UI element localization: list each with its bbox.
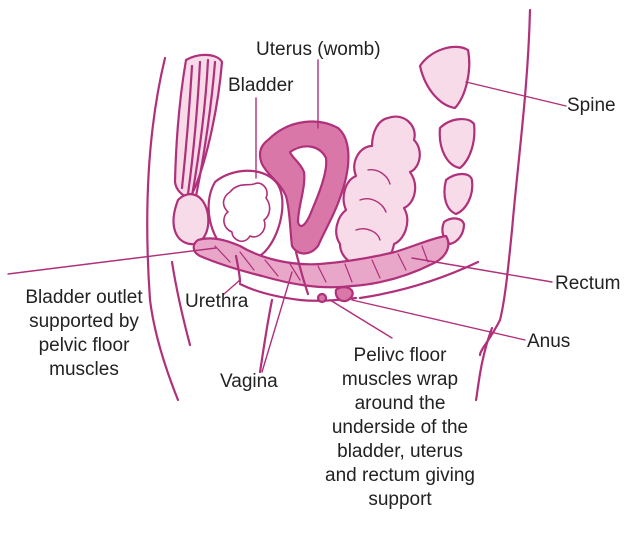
anal-opening	[336, 287, 353, 301]
label-bladder: Bladder	[228, 74, 294, 98]
label-spine: Spine	[567, 94, 616, 118]
label-vagina: Vagina	[220, 370, 278, 394]
label-rectum: Rectum	[555, 272, 620, 296]
rectum	[336, 117, 420, 267]
label-pelvic-floor: Pelivc floor muscles wrap around the und…	[300, 344, 500, 512]
label-urethra: Urethra	[185, 290, 248, 314]
perineal-dot	[318, 294, 326, 302]
back-outline	[480, 10, 530, 355]
pelvic-floor-muscles	[194, 236, 449, 287]
pubic-bone	[174, 194, 209, 244]
label-bladder-outlet: Bladder outlet supported by pelvic floor…	[6, 286, 162, 382]
abdominal-muscle	[175, 55, 222, 198]
thigh-line-inner	[260, 300, 272, 372]
label-uterus: Uterus (womb)	[256, 38, 381, 62]
label-anus: Anus	[527, 330, 570, 354]
spine-vertebrae	[420, 47, 474, 244]
